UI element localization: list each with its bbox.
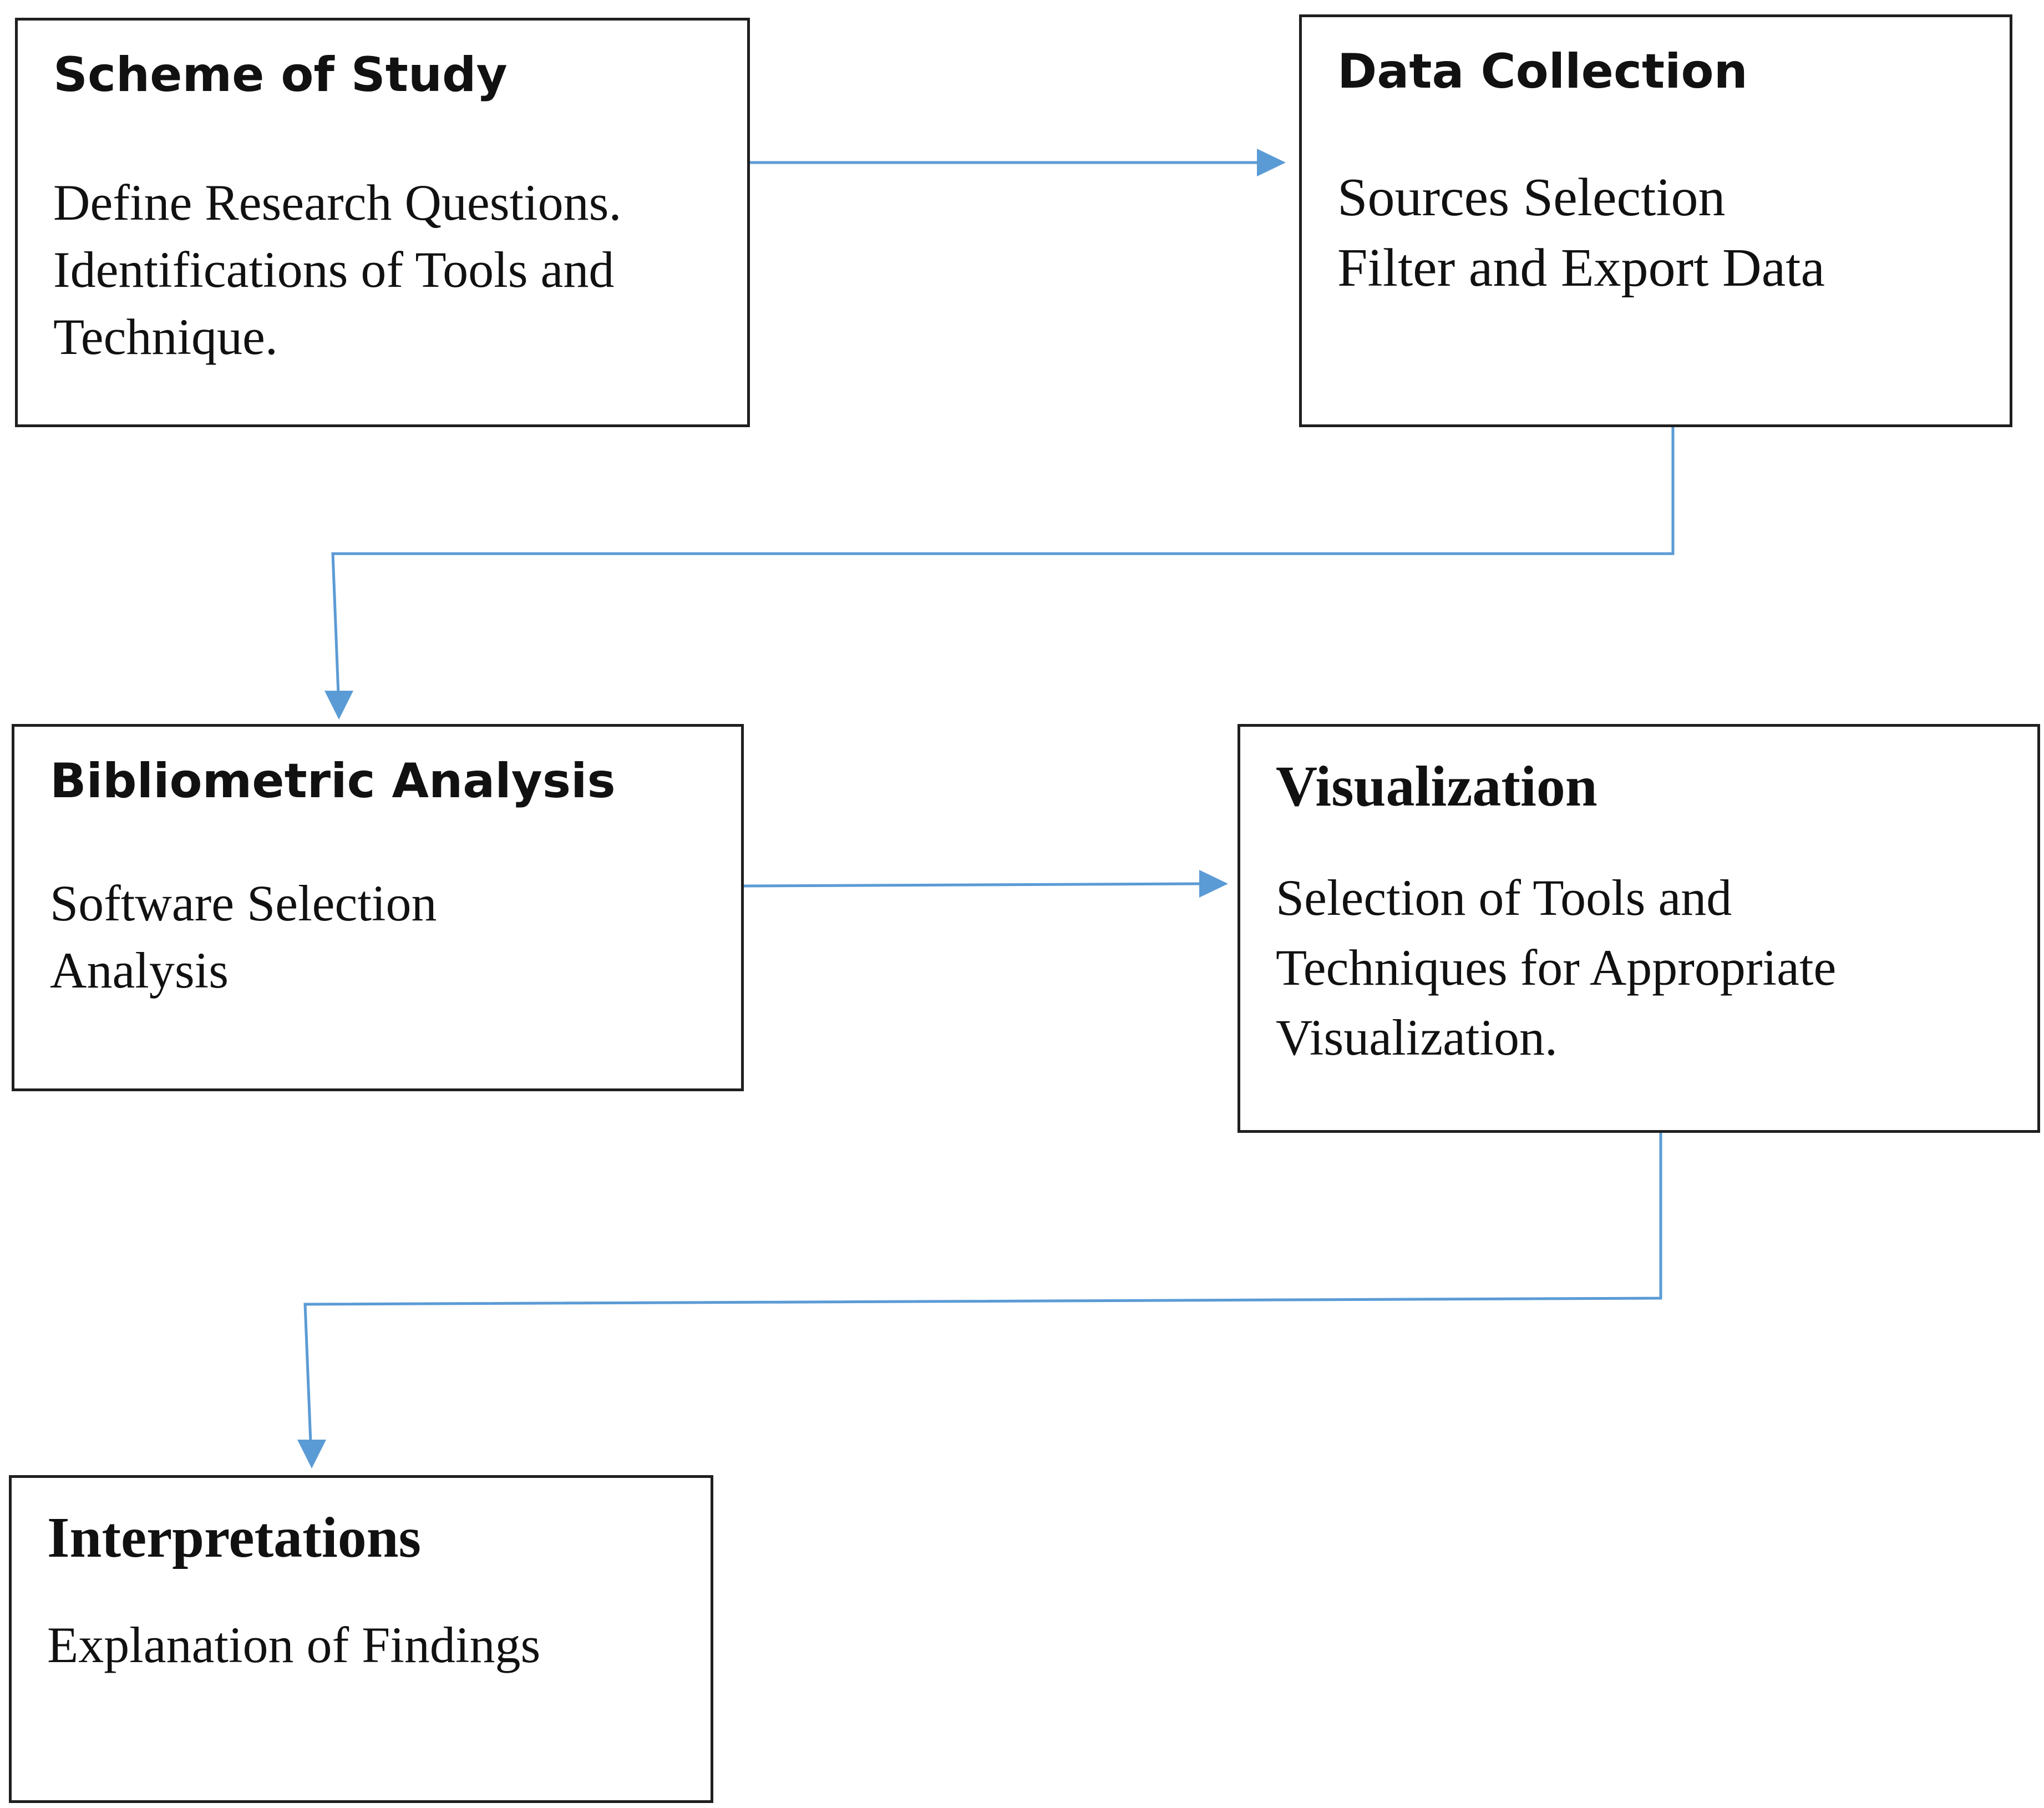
- step-description-line: Define Research Questions.: [53, 174, 622, 231]
- step-description-line: Visualization.: [1276, 1009, 1558, 1066]
- connector-line: [331, 427, 1675, 695]
- step-description-line: Selection of Tools and: [1276, 869, 1732, 926]
- step-description-line: Software Selection: [50, 875, 437, 931]
- step-title: Visualization: [1276, 754, 1597, 818]
- step-description-line: Identifications of Tools and: [53, 241, 615, 298]
- step-description-line: Filter and Export Data: [1337, 238, 1825, 298]
- step-title: Bibliometric Analysis: [50, 753, 616, 809]
- step-description: Selection of Tools and Techniques for Ap…: [1276, 863, 1836, 1072]
- arrowhead-icon: [1199, 870, 1228, 898]
- step-box-bibliometric-analysis: Bibliometric Analysis Software Selection…: [12, 724, 744, 1091]
- step-title: Interpretations: [47, 1506, 422, 1569]
- step-description-line: Explanation of Findings: [47, 1617, 541, 1673]
- connector-scheme-to-data: [750, 149, 1286, 176]
- step-description: Define Research Questions. Identificatio…: [53, 169, 621, 371]
- arrowhead-icon: [1257, 149, 1286, 176]
- step-description-line: Sources Selection: [1337, 168, 1726, 227]
- step-box-visualization: Visualization Selection of Tools and Tec…: [1237, 724, 2040, 1133]
- step-title: Data Collection: [1337, 44, 1748, 99]
- step-title: Scheme of Study: [53, 47, 508, 103]
- step-box-data-collection: Data Collection Sources Selection Filter…: [1299, 14, 2012, 427]
- connector-line: [743, 882, 1205, 888]
- step-description: Explanation of Findings: [47, 1612, 540, 1679]
- step-description: Software Selection Analysis: [50, 870, 437, 1004]
- connector-biblio-to-visual: [743, 870, 1228, 898]
- step-box-scheme-of-study: Scheme of Study Define Research Question…: [15, 18, 750, 427]
- step-box-interpretations: Interpretations Explanation of Findings: [9, 1475, 713, 1803]
- step-description-line: Technique.: [53, 308, 278, 365]
- step-description-line: Techniques for Appropriate: [1276, 939, 1837, 996]
- step-description-line: Analysis: [50, 942, 229, 999]
- connector-data-to-biblio: [324, 427, 1675, 720]
- step-description: Sources Selection Filter and Export Data: [1337, 163, 1825, 303]
- arrowhead-icon: [324, 691, 353, 720]
- connector-visual-to-interp: [297, 1133, 1662, 1468]
- connector-line: [303, 1133, 1662, 1443]
- arrowhead-icon: [297, 1440, 326, 1468]
